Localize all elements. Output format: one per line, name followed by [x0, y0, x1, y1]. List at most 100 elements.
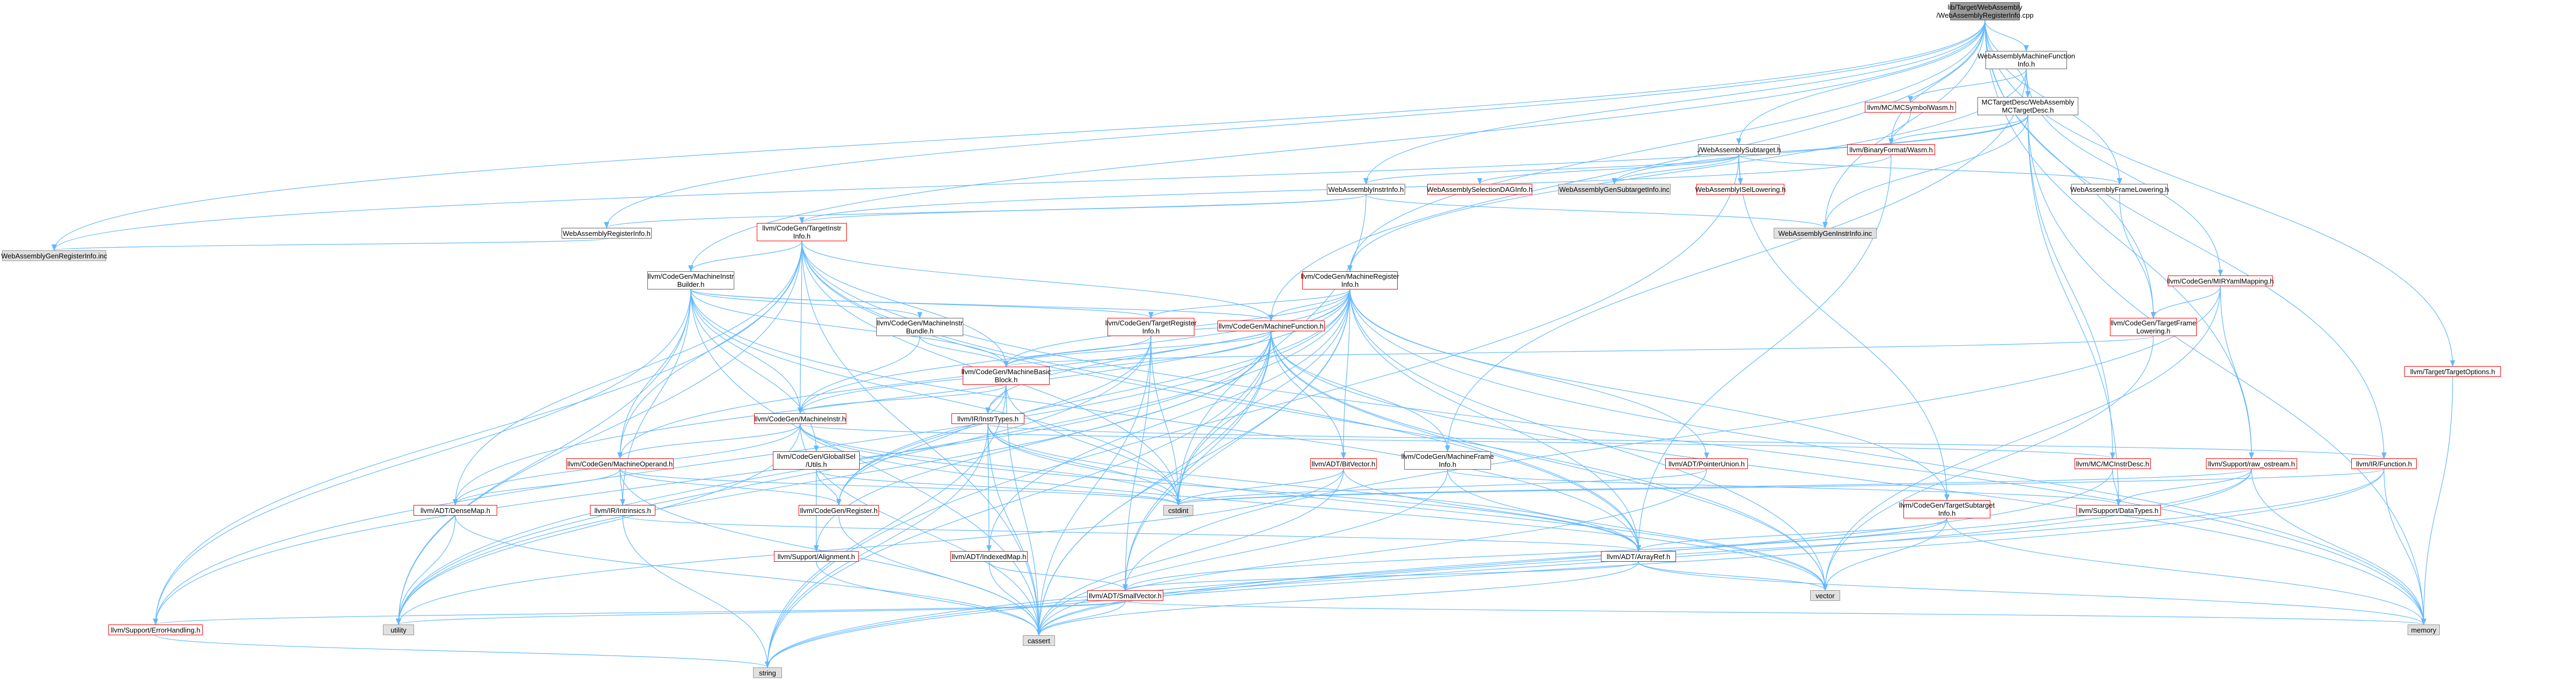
node-irinst[interactable]: llvm/IR/InstrTypes.h: [951, 413, 1024, 424]
node-wagenreg[interactable]: WebAssemblyGenRegisterInfo.inc: [1, 250, 107, 261]
edge-tri-to-utility: [396, 336, 1152, 626]
node-label: WebAssemblyInstrInfo.h: [1328, 185, 1404, 194]
node-bitvec[interactable]: llvm/ADT/BitVector.h: [1310, 458, 1377, 469]
edge-rawostream-to-string: [765, 469, 2252, 668]
node-mcsymwasm[interactable]: llvm/MC/MCSymbolWasm.h: [1865, 102, 1956, 113]
node-arrayref[interactable]: llvm/ADT/ArrayRef.h: [1601, 551, 1676, 562]
edge-mib-to-cstdint: [690, 289, 1181, 506]
edge-root-to-wamfi: [1984, 20, 2029, 52]
edge-irfunc-to-cassert: [1036, 469, 2385, 636]
edge-mf-to-string: [765, 331, 1272, 668]
node-label: Info.h: [2017, 60, 2035, 68]
node-label: /Utils.h: [806, 460, 827, 469]
edge-mbb-to-cassert: [1006, 384, 1042, 636]
node-label: llvm/ADT/ArrayRef.h: [1606, 552, 1671, 561]
node-smallvec[interactable]: llvm/ADT/SmallVector.h: [1087, 590, 1163, 601]
edge-root-to-mf: [1268, 20, 1985, 322]
edge-mib-to-mo: [617, 289, 691, 459]
node-label: WebAssemblyRegisterInfo.h: [563, 229, 651, 237]
node-vector[interactable]: vector: [1810, 590, 1840, 601]
node-label: cstdint: [1168, 506, 1189, 515]
node-gisel[interactable]: llvm/CodeGen/GlobalISel/Utils.h: [773, 451, 860, 470]
edge-wainstr-to-tii: [799, 194, 1367, 224]
node-root[interactable]: lib/Target/WebAssembly/WebAssemblyRegist…: [1936, 2, 2034, 20]
node-waisel[interactable]: WebAssemblyISelLowering.h: [1695, 184, 1785, 195]
edge-mri-to-tsi: [1349, 289, 1950, 501]
node-datatypes[interactable]: llvm/Support/DataTypes.h: [2076, 505, 2161, 516]
edge-tri-to-cstdint: [1150, 336, 1181, 506]
edge-mib-to-utility: [396, 289, 691, 626]
node-mirymap[interactable]: llvm/CodeGen/MIRYamlMapping.h: [2167, 276, 2274, 286]
node-irfunc[interactable]: llvm/IR/Function.h: [2351, 458, 2417, 469]
node-memory[interactable]: memory: [2408, 624, 2440, 635]
node-mcinstrdesc[interactable]: llvm/MC/MCInstrDesc.h: [2075, 458, 2151, 469]
edge-tri-to-cassert: [1036, 336, 1152, 636]
node-intrin[interactable]: llvm/IR/Intrinsics.h: [590, 505, 655, 516]
node-label: llvm/IR/Intrinsics.h: [594, 506, 651, 515]
node-utility[interactable]: utility: [383, 624, 414, 635]
node-align[interactable]: llvm/Support/Alignment.h: [774, 551, 859, 562]
edge-arrayref-to-vector: [1638, 561, 1828, 591]
node-cassert[interactable]: cassert: [1023, 635, 1055, 646]
edge-wamfi-to-mcsymwasm: [1908, 69, 2027, 103]
node-wagenins[interactable]: WebAssemblyGenInstrInfo.inc: [1774, 228, 1877, 239]
node-mf[interactable]: llvm/CodeGen/MachineFunction.h: [1217, 321, 1325, 331]
edge-arrayref-to-memory: [1638, 561, 2426, 626]
node-waseldag[interactable]: WebAssemblySelectionDAGInfo.h: [1427, 184, 1533, 195]
node-cstdint[interactable]: cstdint: [1163, 505, 1193, 516]
edge-tii-to-vector: [801, 241, 1828, 591]
edge-root-to-wasub: [1736, 20, 1985, 145]
node-string[interactable]: string: [753, 667, 782, 678]
edge-mirymap-to-smallvec: [1123, 286, 2221, 591]
node-register[interactable]: llvm/CodeGen/Register.h: [799, 505, 879, 516]
node-label: llvm/CodeGen/MachineOperand.h: [567, 459, 673, 468]
node-wasub[interactable]: ./WebAssemblySubtarget.h: [1696, 144, 1781, 155]
edge-mri-to-mi: [798, 289, 1350, 414]
node-densemap[interactable]: llvm/ADT/DenseMap.h: [414, 505, 497, 516]
node-label: llvm/Support/raw_ostream.h: [2208, 459, 2295, 468]
node-label: /WebAssemblyRegisterInfo.cpp: [1936, 11, 2034, 19]
node-label: Builder.h: [677, 280, 705, 288]
node-mo[interactable]: llvm/CodeGen/MachineOperand.h: [566, 458, 674, 469]
node-label: llvm/CodeGen/MachineFunction.h: [1219, 322, 1324, 330]
edge-mfi-to-cassert: [1036, 469, 1448, 636]
node-label: WebAssemblyGenInstrInfo.inc: [1778, 229, 1872, 237]
edge-mri-to-errhandling: [153, 289, 1350, 626]
edge-mctd-to-wagenreg: [51, 115, 2028, 251]
node-wainstr[interactable]: WebAssemblyInstrInfo.h: [1327, 184, 1405, 195]
node-topts[interactable]: llvm/Target/TargetOptions.h: [2404, 366, 2501, 377]
node-indexedmap[interactable]: llvm/ADT/IndexedMap.h: [950, 551, 1028, 562]
node-binfmtwasm[interactable]: llvm/BinaryFormat/Wasm.h: [1847, 144, 1935, 155]
node-label: WebAssemblyFrameLowering.h: [2070, 185, 2169, 194]
edge-bitvec-to-cassert: [1036, 469, 1344, 636]
edge-tsi-to-memory: [1946, 518, 2426, 626]
edge-tii-to-mbb: [801, 241, 1009, 368]
node-wagensub[interactable]: WebAssemblyGenSubtargetInfo.inc: [1558, 184, 1671, 195]
node-waframe[interactable]: WebAssemblyFrameLowering.h: [2070, 184, 2169, 195]
edge-mirbundle-to-mbb: [919, 336, 1009, 368]
node-label: llvm/ADT/SmallVector.h: [1089, 591, 1162, 600]
node-label: llvm/Support/ErrorHandling.h: [110, 626, 201, 634]
node-mi[interactable]: llvm/CodeGen/MachineInstr.h: [754, 413, 846, 424]
node-rawostream[interactable]: llvm/Support/raw_ostream.h: [2206, 458, 2297, 469]
edge-intrin-to-arrayref: [622, 515, 1641, 552]
edge-mf-to-mfi: [1271, 331, 1450, 452]
node-label: MCTargetDesc/WebAssembly: [1981, 98, 2075, 106]
edge-irfunc-to-memory: [2383, 469, 2426, 626]
node-errhandling[interactable]: llvm/Support/ErrorHandling.h: [108, 624, 203, 635]
node-ptrunion[interactable]: llvm/ADT/PointerUnion.h: [1665, 458, 1748, 469]
node-wareg[interactable]: WebAssemblyRegisterInfo.h: [562, 228, 652, 239]
node-label: llvm/CodeGen/MachineRegister: [1301, 272, 1399, 280]
edge-mi-to-utility: [396, 423, 801, 626]
